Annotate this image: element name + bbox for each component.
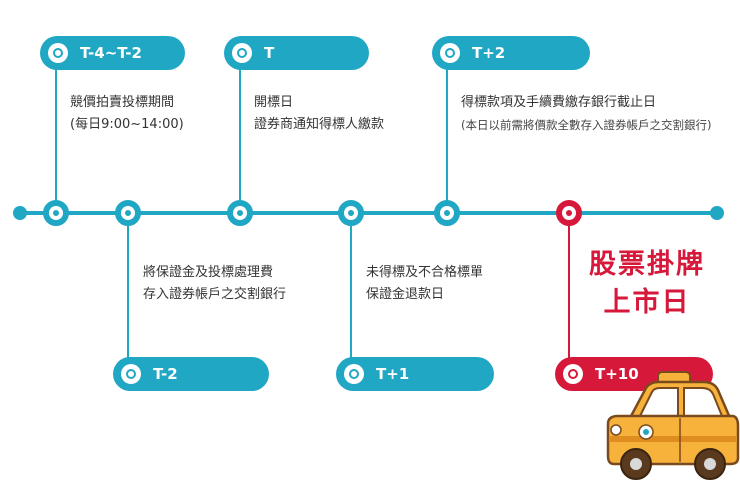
node-tp10 [556,200,582,226]
connector-tm2 [127,226,129,360]
circle-marker-icon [440,43,460,63]
milestone-label-text: T+2 [472,44,506,62]
milestone-label-tp1: T+1 [336,357,494,391]
node-tp1 [338,200,364,226]
connector-tp10 [568,226,570,360]
desc-line: 將保證金及投標處理費 [143,265,274,280]
desc-line: 證券商通知得標人繳款 [254,117,385,132]
node-tm2 [115,200,141,226]
desc-line: (每日9:00~14:00) [70,117,184,132]
connector-tp1 [350,226,352,360]
milestone-desc-t: 開標日 證券商通知得標人繳款 [254,92,384,136]
axis-start-dot [13,206,27,220]
milestone-label-text: T-4~T-2 [80,44,142,62]
circle-marker-icon [563,364,583,384]
node-tp2 [434,200,460,226]
desc-line: 競價拍賣投標期間 [70,95,175,110]
milestone-desc-t4t2: 競價拍賣投標期間 (每日9:00~14:00) [70,92,184,136]
node-t4t2 [43,200,69,226]
milestone-label-tm2: T-2 [113,357,269,391]
listing-day-heading: 股票掛牌 上市日 [572,246,722,322]
milestone-label-text: T+10 [595,365,639,383]
desc-line: 開標日 [254,95,294,110]
desc-note: (本日以前需將價款全數存入證券帳戶之交割銀行) [461,118,712,132]
listing-day-line: 股票掛牌 [589,249,705,280]
desc-line: 未得標及不合格標單 [366,265,484,280]
taxi-icon [606,371,740,480]
milestone-label-t4t2: T-4~T-2 [40,36,185,70]
timeline-axis [20,211,717,215]
connector-t [239,68,241,202]
milestone-desc-tp1: 未得標及不合格標單 保證金退款日 [366,262,483,306]
milestone-desc-tp2: 得標款項及手續費繳存銀行截止日 (本日以前需將價款全數存入證券帳戶之交割銀行) [461,92,711,136]
desc-line: 得標款項及手續費繳存銀行截止日 [461,95,657,110]
node-t [227,200,253,226]
desc-line: 保證金退款日 [366,287,445,302]
milestone-label-t: T [224,36,369,70]
milestone-desc-tm2: 將保證金及投標處理費 存入證券帳戶之交割銀行 [143,262,286,306]
connector-t4t2 [55,68,57,202]
connector-tp2 [446,68,448,202]
circle-marker-icon [344,364,364,384]
circle-marker-icon [48,43,68,63]
desc-line: 存入證券帳戶之交割銀行 [143,287,287,302]
axis-end-dot [710,206,724,220]
milestone-label-tp2: T+2 [432,36,590,70]
listing-day-line: 上市日 [603,287,691,318]
circle-marker-icon [121,364,141,384]
milestone-label-text: T+1 [376,365,410,383]
circle-marker-icon [232,43,252,63]
milestone-label-text: T [264,44,275,62]
milestone-label-text: T-2 [153,365,178,383]
